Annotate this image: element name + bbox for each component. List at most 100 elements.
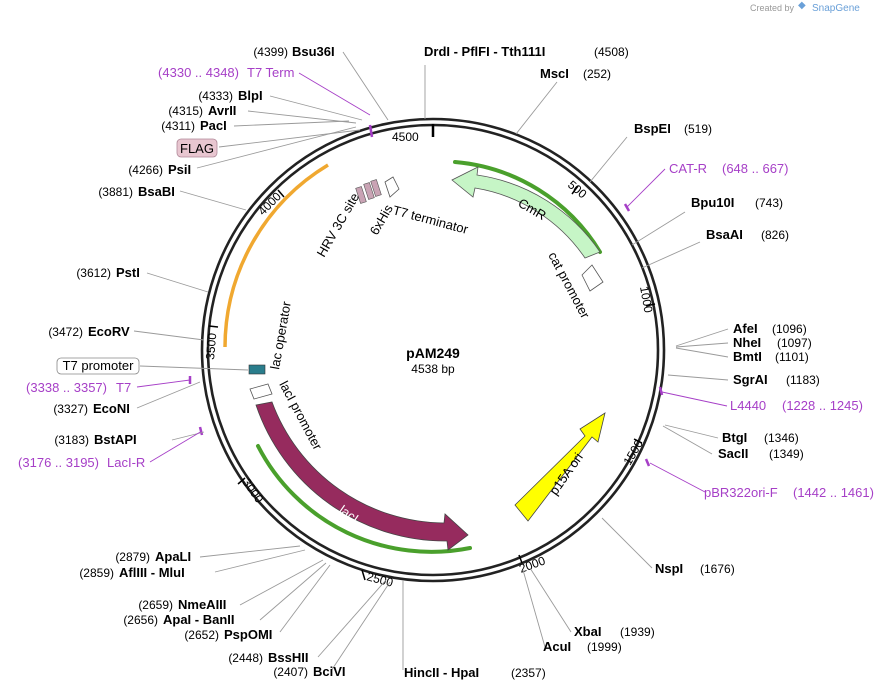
primer-range-l4440: (1228 .. 1245) bbox=[782, 398, 863, 413]
primer-range-pbr322ori-f: (1442 .. 1461) bbox=[793, 485, 874, 500]
tick-label-3500: 3500 bbox=[203, 332, 219, 360]
primer-range-laci-r: (3176 .. 3195) bbox=[18, 455, 99, 470]
credit-brand: SnapGene bbox=[812, 3, 860, 14]
site-pos-drdi: (4508) bbox=[594, 45, 629, 59]
site-sgrai[interactable]: SgrAI bbox=[733, 372, 768, 387]
site-btgi[interactable]: BtgI bbox=[722, 430, 747, 445]
site-paci[interactable]: PacI bbox=[200, 118, 227, 133]
tick-label-4500: 4500 bbox=[392, 130, 419, 144]
laci-feature-arrow[interactable] bbox=[255, 401, 469, 551]
primer-pbr322ori-f[interactable]: pBR322ori-F bbox=[704, 485, 778, 500]
site-bcivi[interactable]: BciVI bbox=[313, 664, 346, 679]
site-bsabi[interactable]: BsaBI bbox=[138, 184, 175, 199]
tick-3500: 3500 bbox=[203, 325, 219, 360]
pbr322ori-f-primer-mark bbox=[644, 458, 651, 467]
site-blpi[interactable]: BlpI bbox=[238, 88, 263, 103]
cmr-feature-arrow[interactable] bbox=[451, 166, 601, 259]
site-pos-acui: (1999) bbox=[587, 640, 622, 654]
site-psti[interactable]: PstI bbox=[116, 265, 140, 280]
site-pos-btgi: (1346) bbox=[764, 431, 799, 445]
site-bpu10i[interactable]: Bpu10I bbox=[691, 195, 734, 210]
site-pos-sgrai: (1183) bbox=[786, 373, 820, 387]
tick-label-500: 500 bbox=[565, 178, 590, 202]
primer-range-t7: (3338 .. 3357) bbox=[26, 380, 107, 395]
tick-label-3000: 3000 bbox=[240, 476, 267, 506]
tick-4500: 4500 bbox=[392, 130, 419, 144]
site-bsu36i[interactable]: Bsu36I bbox=[292, 44, 335, 59]
site-pos-nmeaiii: (2659) bbox=[138, 598, 173, 612]
site-sacii[interactable]: SacII bbox=[718, 446, 748, 461]
site-pos-bspei: (519) bbox=[684, 122, 712, 136]
site-xbai[interactable]: XbaI bbox=[574, 624, 601, 639]
primer-laci-r[interactable]: LacI-R bbox=[107, 455, 145, 470]
sixhis-label: 6xHis bbox=[367, 201, 396, 237]
lac-operator-box[interactable] bbox=[248, 364, 266, 375]
tick-label-1000: 1000 bbox=[637, 285, 655, 314]
tick-1500: 1500 bbox=[620, 437, 646, 467]
site-bsshii[interactable]: BssHII bbox=[268, 650, 308, 665]
site-nspi[interactable]: NspI bbox=[655, 561, 683, 576]
site-afei[interactable]: AfeI bbox=[733, 321, 758, 336]
site-pos-ecorv: (3472) bbox=[48, 325, 83, 339]
hrv3c-label: HRV 3C site bbox=[314, 190, 363, 259]
site-pos-hincii: (2357) bbox=[511, 666, 546, 680]
flag-box[interactable] bbox=[176, 138, 218, 158]
site-pos-bcivi: (2407) bbox=[273, 665, 308, 679]
site-pos-afliii: (2859) bbox=[79, 566, 114, 580]
site-bstapi[interactable]: BstAPI bbox=[94, 432, 137, 447]
cat-promoter-arrow[interactable] bbox=[581, 264, 604, 292]
site-pos-bsabi: (3881) bbox=[98, 185, 133, 199]
primer-leader-lines bbox=[136, 72, 728, 493]
tick-2500: 2500 bbox=[361, 569, 395, 590]
site-apai[interactable]: ApaI - BanII bbox=[163, 612, 235, 627]
sixhis-box-2[interactable] bbox=[370, 179, 382, 197]
primer-range-t7-term: (4330 .. 4348) bbox=[158, 65, 239, 80]
primer-t7[interactable]: T7 bbox=[116, 380, 131, 395]
sixhis-box-1[interactable] bbox=[363, 182, 375, 200]
site-nhei[interactable]: NheI bbox=[733, 335, 761, 350]
site-acui[interactable]: AcuI bbox=[543, 639, 571, 654]
tick-500: 500 bbox=[565, 178, 590, 202]
t7-term-primer-mark bbox=[368, 124, 374, 138]
t7-terminator-label: T7 terminator bbox=[391, 202, 470, 237]
site-pspomi[interactable]: PspOMI bbox=[224, 627, 272, 642]
site-pos-bpu10i: (743) bbox=[755, 196, 783, 210]
primer-t7-term[interactable]: T7 Term bbox=[247, 65, 294, 80]
site-pos-bsaai: (826) bbox=[761, 228, 789, 242]
tick-label-2500: 2500 bbox=[365, 569, 395, 590]
p15a-ori-arrow[interactable] bbox=[514, 412, 606, 522]
site-avrii[interactable]: AvrII bbox=[208, 103, 236, 118]
cmr-highlight-arc bbox=[453, 160, 602, 254]
site-pos-bmti: (1101) bbox=[775, 350, 809, 364]
site-econi[interactable]: EcoNI bbox=[93, 401, 130, 416]
site-bmti[interactable]: BmtI bbox=[733, 349, 762, 364]
site-bspei[interactable]: BspEI bbox=[634, 121, 671, 136]
tick-label-1500: 1500 bbox=[620, 437, 646, 467]
site-msci[interactable]: MscI bbox=[540, 66, 569, 81]
site-afliii[interactable]: AflIII - MluI bbox=[119, 565, 185, 580]
site-pos-xbai: (1939) bbox=[620, 625, 655, 639]
plasmid-name: pAM249 bbox=[406, 345, 460, 361]
site-pos-msci: (252) bbox=[583, 67, 611, 81]
laci-promoter-arrow[interactable] bbox=[249, 383, 273, 400]
site-bsaai[interactable]: BsaAI bbox=[706, 227, 743, 242]
site-drdi[interactable]: DrdI - PflFI - Tth111I bbox=[424, 44, 545, 59]
backbone-outer-ring bbox=[200, 117, 666, 583]
primer-cat-r[interactable]: CAT-R bbox=[669, 161, 707, 176]
site-pos-bsu36i: (4399) bbox=[253, 45, 288, 59]
t7-promoter-box[interactable] bbox=[56, 357, 140, 375]
primer-l4440[interactable]: L4440 bbox=[730, 398, 766, 413]
site-pos-avrii: (4315) bbox=[168, 104, 203, 118]
t7-terminator-arrow[interactable] bbox=[384, 176, 400, 198]
laci-highlight-arc bbox=[256, 444, 472, 554]
hrv3c-site-box[interactable] bbox=[355, 186, 367, 204]
laci-r-primer-mark bbox=[198, 426, 204, 436]
snapgene-logo: ◆ bbox=[798, 0, 806, 11]
site-psii[interactable]: PsiI bbox=[168, 162, 191, 177]
site-hincii[interactable]: HincII - HpaI bbox=[404, 665, 479, 680]
site-ecorv[interactable]: EcoRV bbox=[88, 324, 130, 339]
site-nmeaiii[interactable]: NmeAIII bbox=[178, 597, 226, 612]
site-pos-apali: (2879) bbox=[115, 550, 150, 564]
site-apali[interactable]: ApaLI bbox=[155, 549, 191, 564]
